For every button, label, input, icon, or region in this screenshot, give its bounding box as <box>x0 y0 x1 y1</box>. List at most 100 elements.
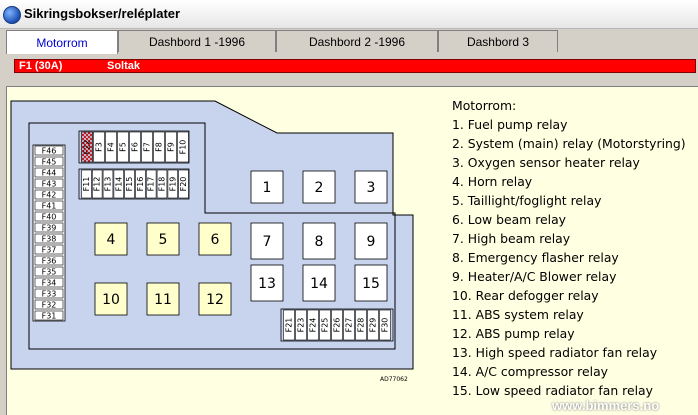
selected-fuse-name: Soltak <box>107 60 141 72</box>
relay-1[interactable]: 1 <box>250 170 284 204</box>
fuse-f41[interactable]: F41 <box>34 200 64 211</box>
svg-text:F29: F29 <box>369 318 378 333</box>
fuse-f10[interactable]: F10 <box>177 131 189 163</box>
svg-text:F16: F16 <box>136 177 145 192</box>
svg-text:F11: F11 <box>82 177 91 192</box>
legend-item-10: 10. Rear defogger relay <box>452 288 599 303</box>
relay-12[interactable]: 12 <box>198 282 232 316</box>
legend-item-12: 12. ABS pump relay <box>452 326 575 341</box>
svg-text:F9: F9 <box>167 142 176 152</box>
svg-text:F35: F35 <box>42 268 57 277</box>
svg-text:F45: F45 <box>42 158 57 167</box>
fuse-f14[interactable]: F14 <box>113 169 125 199</box>
svg-text:F20: F20 <box>179 177 188 192</box>
svg-text:F18: F18 <box>158 177 167 192</box>
legend-item-6: 6. Low beam relay <box>452 212 567 227</box>
relay-2[interactable]: 2 <box>302 170 336 204</box>
fuse-f21[interactable]: F21 <box>283 309 295 341</box>
tab-dashbord-3[interactable]: Dashbord 3 <box>438 30 558 52</box>
svg-text:13: 13 <box>258 276 276 292</box>
tab-dashbord-1[interactable]: Dashbord 1 -1996 <box>118 30 276 52</box>
relay-8[interactable]: 8 <box>302 222 336 260</box>
fusebox-diagram: F46F45F44F43F42F41F40F39F38F37F36F35F34F… <box>10 100 414 383</box>
fuse-f34[interactable]: F34 <box>34 277 64 288</box>
fuse-f8[interactable]: F8 <box>153 131 165 163</box>
svg-text:10: 10 <box>102 292 120 308</box>
legend-item-1: 1. Fuel pump relay <box>452 117 568 132</box>
relay-10[interactable]: 10 <box>94 282 128 316</box>
svg-text:8: 8 <box>315 234 324 250</box>
svg-text:F27: F27 <box>345 318 354 333</box>
svg-text:F21: F21 <box>285 318 294 333</box>
fuse-row-top-b <box>78 168 190 200</box>
svg-text:F8: F8 <box>155 142 164 152</box>
svg-text:F44: F44 <box>42 169 57 178</box>
fuse-f31[interactable]: F31 <box>34 310 64 321</box>
fuse-f27[interactable]: F27 <box>343 309 355 341</box>
fuse-f25[interactable]: F25 <box>319 309 331 341</box>
selected-fuse-code: F1 (30A) <box>19 60 63 72</box>
legend-item-7: 7. High beam relay <box>452 231 571 246</box>
fuse-f44[interactable]: F44 <box>34 167 64 178</box>
svg-text:F28: F28 <box>357 318 366 333</box>
fuse-f35[interactable]: F35 <box>34 266 64 277</box>
fuse-f5[interactable]: F5 <box>117 131 129 163</box>
fuse-f39[interactable]: F39 <box>34 222 64 233</box>
svg-text:F42: F42 <box>42 191 57 200</box>
relay-5[interactable]: 5 <box>146 222 180 256</box>
fuse-f33[interactable]: F33 <box>34 288 64 299</box>
relay-14[interactable]: 14 <box>302 264 336 302</box>
tab-dashbord-2[interactable]: Dashbord 2 -1996 <box>276 30 438 52</box>
fuse-f24[interactable]: F24 <box>307 309 319 341</box>
legend-item-15: 15. Low speed radiator fan relay <box>452 383 653 398</box>
fuse-f19[interactable]: F19 <box>167 169 178 199</box>
relay-6[interactable]: 6 <box>198 222 232 256</box>
svg-text:F6: F6 <box>131 142 140 152</box>
relay-11[interactable]: 11 <box>146 282 180 316</box>
fuse-f4[interactable]: F4 <box>105 131 117 163</box>
fuse-f29[interactable]: F29 <box>367 309 379 341</box>
relay-13[interactable]: 13 <box>250 264 284 302</box>
fuse-f42[interactable]: F42 <box>34 189 64 200</box>
fuse-f32[interactable]: F32 <box>34 299 64 310</box>
relay-7[interactable]: 7 <box>250 222 284 260</box>
fuse-f36[interactable]: F36 <box>34 255 64 266</box>
fuse-f30[interactable]: F30 <box>379 309 391 341</box>
fuse-f22[interactable]: F22 <box>81 131 93 163</box>
relay-3[interactable]: 3 <box>354 170 388 204</box>
tab-strip: Motorrom Dashbord 1 -1996 Dashbord 2 -19… <box>0 30 698 54</box>
fuse-f20[interactable]: F20 <box>178 169 189 199</box>
fuse-f12[interactable]: F12 <box>92 169 103 199</box>
svg-text:F5: F5 <box>119 142 128 152</box>
fuse-f3[interactable]: F3 <box>93 131 105 163</box>
svg-text:F37: F37 <box>42 246 57 255</box>
relay-15[interactable]: 15 <box>354 264 388 302</box>
fuse-f23[interactable]: F23 <box>295 309 307 341</box>
fuse-f13[interactable]: F13 <box>102 169 114 199</box>
fuse-f37[interactable]: F37 <box>34 244 64 255</box>
fuse-f9[interactable]: F9 <box>165 131 177 163</box>
fuse-f6[interactable]: F6 <box>129 131 141 163</box>
svg-text:1: 1 <box>263 180 272 196</box>
tab-motorrom[interactable]: Motorrom <box>6 30 118 54</box>
fuse-f38[interactable]: F38 <box>34 233 64 244</box>
svg-text:11: 11 <box>154 292 172 308</box>
fuse-f43[interactable]: F43 <box>34 178 64 189</box>
fuse-f11[interactable]: F11 <box>81 169 92 199</box>
fuse-f17[interactable]: F17 <box>146 169 157 199</box>
fuse-f18[interactable]: F18 <box>156 169 168 199</box>
fuse-f16[interactable]: F16 <box>135 169 146 199</box>
svg-text:4: 4 <box>107 232 116 248</box>
fuse-f40[interactable]: F40 <box>34 211 64 222</box>
selected-fuse-bar[interactable]: F1 (30A) Soltak <box>14 59 696 73</box>
fuse-f15[interactable]: F15 <box>124 169 135 199</box>
fuse-f26[interactable]: F26 <box>331 309 343 341</box>
fuse-f7[interactable]: F7 <box>141 131 153 163</box>
fuse-f45[interactable]: F45 <box>34 156 64 167</box>
svg-text:7: 7 <box>263 234 272 250</box>
fuse-f46[interactable]: F46 <box>34 145 64 156</box>
relay-9[interactable]: 9 <box>354 222 388 260</box>
window-title: Sikringsbokser/reléplater <box>24 6 181 21</box>
fuse-f28[interactable]: F28 <box>355 309 367 341</box>
relay-4[interactable]: 4 <box>94 222 128 256</box>
